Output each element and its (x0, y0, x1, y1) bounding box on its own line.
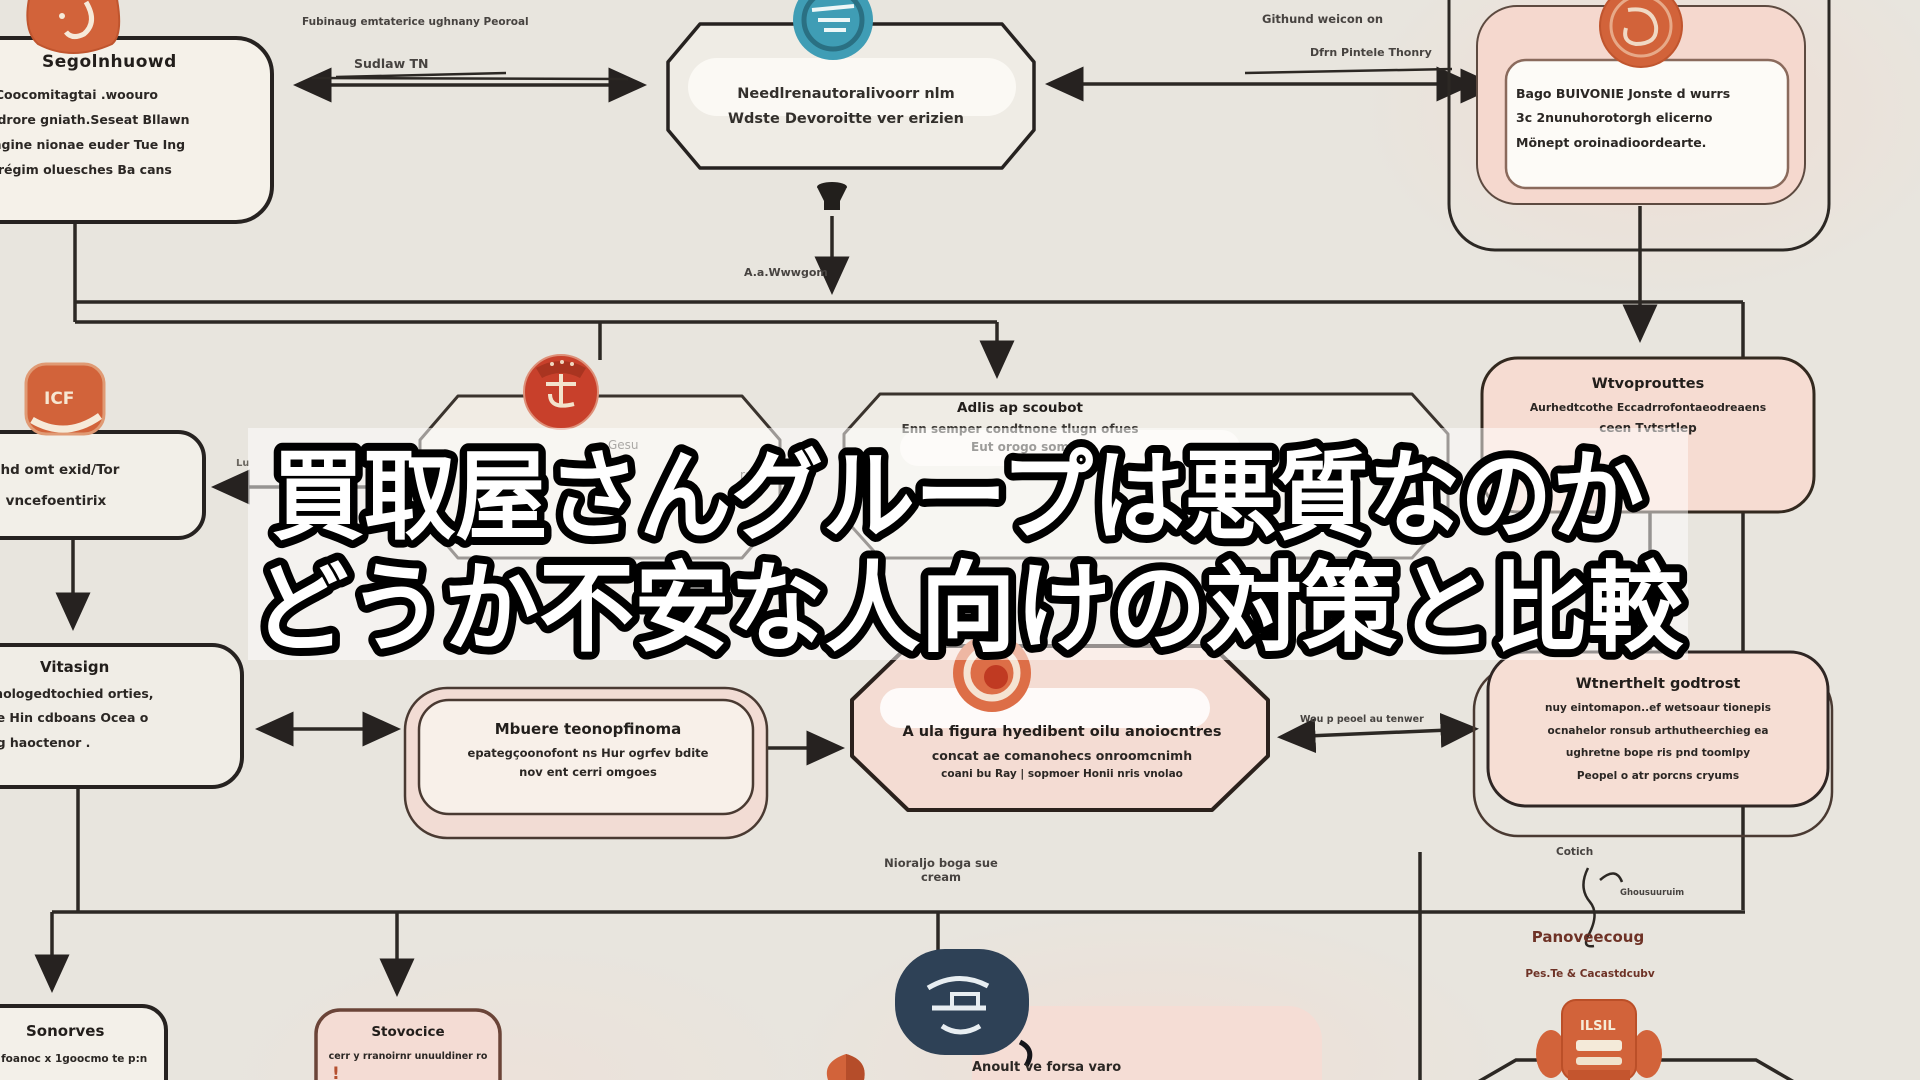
bottom-center-label-line1: Nioraljo boga sue (884, 856, 998, 870)
node-line: emgine nionae euder Tue Ing (0, 137, 186, 152)
node-line: ocnahelor ronsub arthutheerchieg ea (1547, 724, 1769, 737)
node-line: 3c 2nunuhorotorgh elicerno (1516, 110, 1713, 126)
node-top-right-text: Bago BUIVONIE Jonste d wurrs 3c 2nunuhor… (1516, 82, 1784, 155)
teal-drone-icon (793, 0, 873, 60)
node-aula-highlight (880, 688, 1210, 728)
node-line: concat ae comanohecs onroomcnimh (931, 748, 1193, 763)
node-line: os foanoc x 1goocmo te p:n (0, 1053, 148, 1065)
node-line: Bago BUIVONIE Jonste d wurrs (1516, 86, 1731, 101)
label-ghos: Ghousuuruim (1620, 888, 1685, 898)
icons: ICF (24, 0, 1683, 1080)
node-title: Adlis ap scoubot (957, 400, 1083, 416)
armchair-icon: ILSIL (1536, 999, 1662, 1080)
node-line: Mbuere teonopfinoma (494, 720, 682, 738)
node-sonorves-text: Sonorves os foanoc x 1goocmo te p:n (0, 1022, 184, 1065)
node-sonorves-box (0, 1004, 168, 1080)
node-stovocice-text: Stovocice cerr y rranoirnr unuuldiner ro (322, 1024, 494, 1062)
node-row2-left-text: oohd omt exid/Tor og vncefoentirix (0, 455, 202, 517)
node-line: nov ent cerri omgoes (519, 765, 657, 779)
node-albuere-box (417, 698, 755, 816)
node-albuere-text: Mbuere teonopfinoma epategçoonofont ns H… (428, 720, 748, 779)
node-line: Aurhedtcothe Eccadrrofontaeodreaens (1529, 401, 1767, 414)
node-line: N Coocomitagtai .woouro (0, 87, 158, 102)
node-line: nuy eintomapon..ef wetsoaur tionepis (1545, 702, 1771, 714)
label-panoveecoug: Panoveecoug (1531, 928, 1645, 946)
node-bottom-center-box (972, 1006, 1322, 1080)
node-anoult-text: Anoult ve forsa varo (972, 1060, 1122, 1075)
node-stovocice-box (314, 1008, 502, 1080)
node-line: Mönept oroinadioordearte. (1516, 134, 1707, 150)
red-seal-icon (523, 354, 599, 430)
node-vitasign-box (0, 643, 244, 789)
node-top-center-text: Needlrenautoralivoorr nlm Wdste Devoroit… (676, 82, 1016, 133)
badge-icon-label: ICF (44, 389, 74, 409)
node-line: epategçoonofont ns Hur ogrfev bdite (467, 746, 709, 760)
arrow-label-center-drop: A.a.Wwwgom (744, 266, 828, 279)
label-peste: Pes.Te & Cacastdcubv (1525, 968, 1655, 980)
navy-chat-icon (895, 949, 1033, 1068)
arrow-label-wou: Wou p peoel au tenwer (1300, 714, 1424, 725)
arrow-label-githund: Githund weicon on (1262, 12, 1384, 26)
node-title: Segolnhuowd (42, 52, 177, 72)
stovocice-exclamation: ! (332, 1064, 340, 1080)
node-line: coani bu Ray | sopmoer Honii nris vnolao (941, 768, 1183, 780)
bottom-center-label: Nioraljo boga sue cream (838, 856, 1044, 884)
node-title: Wtnerthelt godtrost (1575, 676, 1741, 692)
shield-icon (26, 0, 121, 54)
node-aula-text: A ula figura hyedibent oilu anoiocntres … (862, 724, 1262, 780)
node-line: Peopel o atr porcns cryums (1576, 769, 1740, 782)
fragment-lu: Lu (236, 458, 250, 469)
node-line: ondrore gniath.Seseat Bllawn (0, 112, 190, 127)
node-top-left-text: Segolnhuowd N Coocomitagtai .woouro ondr… (0, 52, 232, 182)
node-title: Vitasign (40, 658, 110, 676)
node-title: Wtvoprouttes (1591, 376, 1705, 392)
bottom-center-label-line2: cream (920, 870, 962, 884)
arrow-label-sudlaw: Sudlaw TN (354, 56, 429, 71)
overlay-band (248, 428, 1688, 660)
armchair-icon-label: ILSIL (1580, 1019, 1616, 1034)
node-line: ughretne bope ris pnd toomlpy (1565, 747, 1751, 760)
node-line: Wdste Devoroitte ver erizien (728, 111, 964, 128)
node-line: burégim oluesches Ba cans (0, 162, 172, 177)
node-line: oe Hin cdboans Ocea o (0, 710, 149, 726)
node-wtvop-text: Wtvoprouttes Aurhedtcothe Eccadrrofontae… (1492, 376, 1804, 435)
node-vitasign-text: Vitasign rnologedtochied orties, oe Hin … (0, 658, 240, 755)
arrow-label-top-left-upper: Fubinaug emtaterice ughnany Peoroal (302, 16, 529, 28)
label-cotich: Cotich (1556, 846, 1594, 858)
funnel-icon (817, 182, 847, 210)
node-line: og vncefoentirix (0, 493, 107, 510)
node-line: A ula figura hyedibent oilu anoiocntres (902, 724, 1222, 740)
orange-seal-icon (1599, 0, 1683, 68)
badge-icon: ICF (24, 362, 106, 436)
node-line: rnologedtochied orties, (0, 686, 154, 701)
arrow-label-dfrn: Dfrn Pintele Thonry (1310, 46, 1432, 59)
node-top-center-highlight (688, 58, 1016, 116)
node-title: Stovocice (371, 1024, 445, 1040)
node-line: og haoctenor . (0, 734, 91, 750)
node-line: oohd omt exid/Tor (0, 462, 120, 478)
flame-icon (826, 1054, 865, 1080)
node-line: Needlrenautoralivoorr nlm (737, 86, 955, 102)
node-line: cerr y rranoirnr unuuldiner ro (328, 1051, 488, 1062)
node-title: Sonorves (26, 1022, 105, 1040)
node-wtnerthe-text: Wtnerthelt godtrost nuy eintomapon..ef w… (1500, 676, 1816, 787)
